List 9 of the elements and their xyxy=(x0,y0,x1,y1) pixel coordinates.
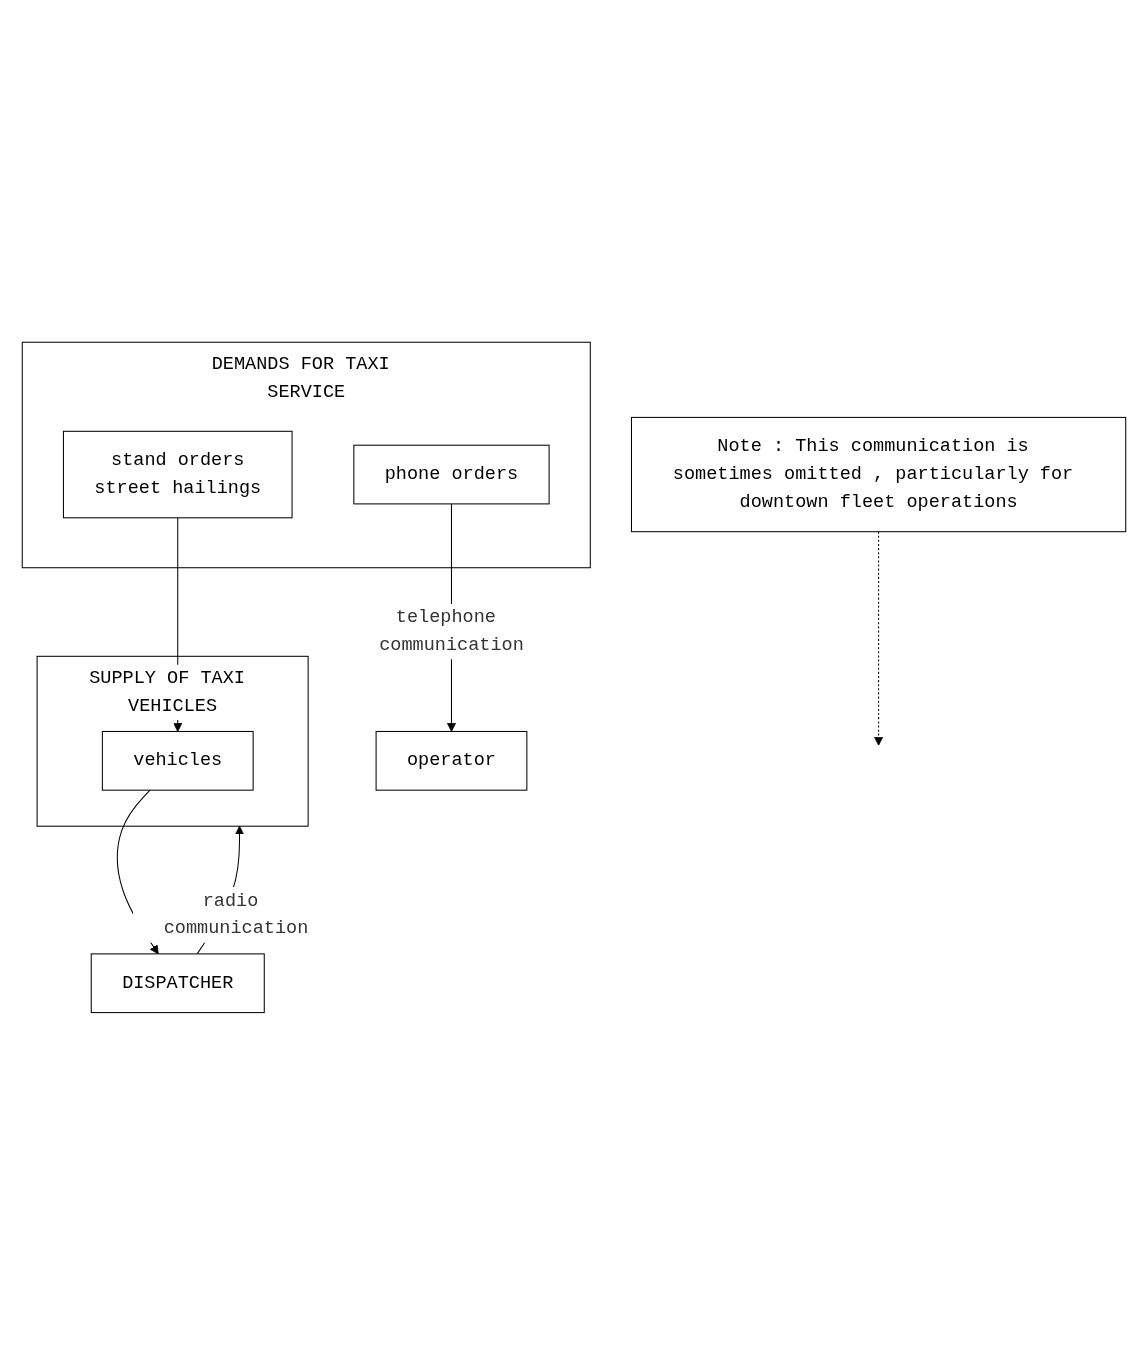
node-box: vehicles xyxy=(101,730,254,791)
edge-label: radio communication xyxy=(163,889,308,939)
arrow xyxy=(873,530,883,746)
node-box: phone orders xyxy=(352,444,550,504)
node-box: DISPATCHER xyxy=(90,952,265,1013)
edge-label: telephone communication xyxy=(378,606,524,655)
node-box: Note : This communication is sometimes omitted , particularly for downtown fleet operations xyxy=(630,416,1126,532)
node-box: operator xyxy=(375,730,527,791)
node-box: stand orders street hailings xyxy=(62,430,293,518)
